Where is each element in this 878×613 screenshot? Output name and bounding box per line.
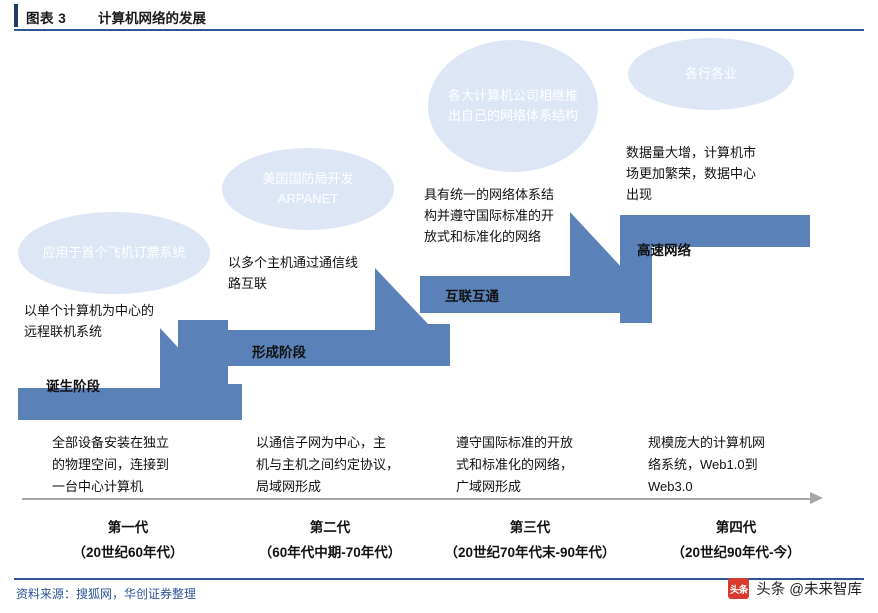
watermark-logo-icon: 头条: [728, 578, 750, 599]
stage-4-below-desc: 规模庞大的计算机网 络系统，Web1.0到 Web3.0: [648, 435, 766, 494]
generation-4: 第四代 （20世纪90年代-今）: [624, 516, 848, 561]
generation-2-name: 第二代: [309, 520, 351, 535]
bubble-stage-3: 各大计算机公司相继推出自己的网络体系结构: [428, 40, 598, 172]
stage-1-above-desc: 以单个计算机为中心的 远程联机系统: [24, 303, 155, 339]
source-note: 资料来源：搜狐网，华创证券整理: [16, 587, 197, 601]
bubble-stage-2: 美国国防局开发ARPANET: [222, 148, 394, 230]
bubble-stage-4-text: 各行各业: [684, 66, 737, 81]
header-accent-bar: [14, 4, 18, 27]
generation-3: 第三代 （20世纪70年代末-90年代）: [412, 516, 648, 561]
stage-2-label: 形成阶段: [252, 345, 306, 360]
bubble-stage-2-text: 美国国防局开发ARPANET: [262, 171, 354, 206]
stage-3-label: 互联互通: [445, 289, 499, 304]
header-divider: [14, 29, 864, 31]
watermark: 头条 头条 @未来智库: [728, 578, 862, 599]
stage-1-label: 诞生阶段: [46, 379, 100, 394]
stage-4-above-desc: 数据量大增，计算机市 场更加繁荣，数据中心 出现: [626, 145, 757, 202]
generation-4-years: （20世纪90年代-今）: [671, 545, 801, 560]
bubble-stage-4: 各行各业: [628, 38, 794, 110]
stage-1-arrow: [18, 320, 243, 420]
generation-1-years: （20世纪60年代）: [72, 545, 184, 560]
footer-divider: [14, 578, 864, 580]
bubble-stage-1: 应用于首个飞机订票系统: [18, 212, 210, 294]
generation-2: 第二代 （60年代中期-70年代）: [220, 516, 440, 561]
figure-title: 计算机网络的发展: [98, 11, 206, 26]
generation-4-name: 第四代: [715, 520, 757, 535]
generation-3-name: 第三代: [509, 520, 551, 535]
figure-header: 图表 3 计算机网络的发展: [14, 4, 864, 31]
generation-2-years: （60年代中期-70年代）: [258, 545, 402, 560]
stage-3-below-desc: 遵守国际标准的开放 式和标准化的网络， 广域网形成: [456, 435, 574, 494]
figure-number: 图表 3: [26, 11, 67, 26]
stage-4-arrow: [620, 215, 820, 325]
stage-1-arrow-riser: [160, 320, 245, 420]
bubble-stage-3-text: 各大计算机公司相继推出自己的网络体系结构: [447, 88, 578, 123]
watermark-text: 头条 @未来智库: [756, 582, 862, 598]
generation-1-name: 第一代: [107, 520, 149, 535]
generation-1: 第一代 （20世纪60年代）: [20, 516, 236, 561]
stage-2-above-desc: 以多个主机通过通信线 路互联: [228, 255, 359, 291]
bubble-stage-1-text: 应用于首个飞机订票系统: [42, 245, 186, 260]
stage-2-arrow: [225, 258, 455, 366]
generation-3-years: （20世纪70年代末-90年代）: [444, 545, 616, 560]
stage-1-below-desc: 全部设备安装在独立 的物理空间，连接到 一台中心计算机: [52, 435, 170, 494]
stage-3-above-desc: 具有统一的网络体系结 构并遵守国际标准的开 放式和标准化的网络: [424, 187, 555, 244]
stage-2-below-desc: 以通信子网为中心，主 机与主机之间约定协议， 局域网形成: [256, 435, 400, 494]
timeline-arrowhead-icon: [810, 492, 823, 504]
timeline-axis: [22, 498, 812, 500]
stage-4-label: 高速网络: [637, 243, 691, 258]
